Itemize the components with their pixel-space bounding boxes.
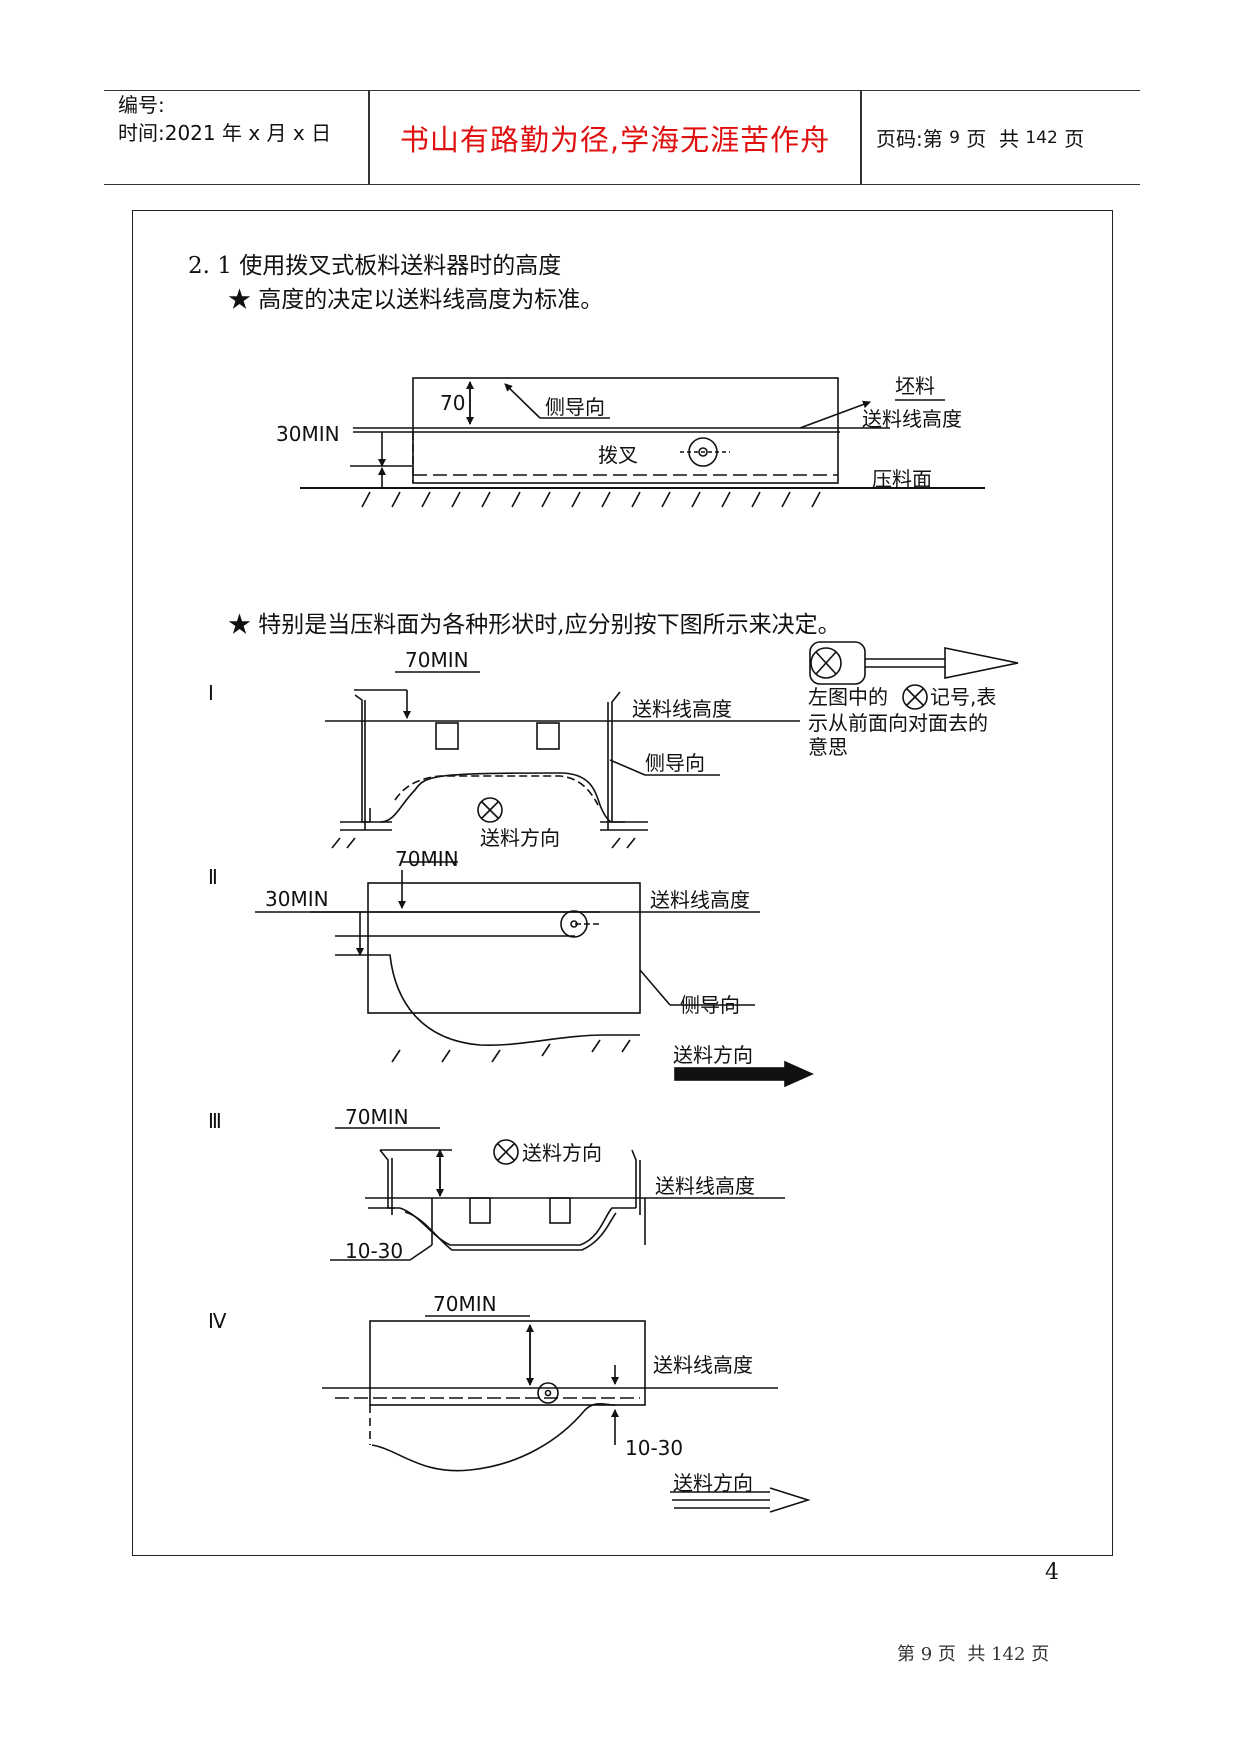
- page-suffix: 页: [1064, 127, 1085, 151]
- label-press-surface: 压料面: [872, 467, 932, 491]
- footer-suffix: 页: [1031, 1644, 1050, 1665]
- diagram-1-70min: 70MIN: [405, 648, 469, 672]
- legend-line2: 示从前面向对面去的: [808, 711, 988, 735]
- page-header: 编号: 时间:2021 年 x 月 x 日 书山有路勤为径,学海无涯苦作舟 页码…: [104, 90, 1140, 185]
- diagram-1-side-guide: 侧导向: [645, 751, 705, 775]
- page-prefix: 页码:第: [876, 127, 943, 151]
- legend-line1: 左图中的: [808, 685, 888, 709]
- header-motto: 书山有路勤为径,学海无涯苦作舟: [399, 122, 831, 157]
- footer-prefix: 第: [897, 1644, 915, 1665]
- document-number-label: 编号:: [118, 93, 165, 117]
- diagram-2-side-guide: 侧导向: [680, 993, 740, 1017]
- label-side-guide: 侧导向: [545, 395, 605, 419]
- diagram-4-feed-direction: 送料方向: [673, 1471, 753, 1495]
- diagram-2-roman: Ⅱ: [208, 865, 218, 889]
- diagram-4-feed-line-height: 送料线高度: [653, 1353, 753, 1377]
- footer-mid: 页 共: [937, 1644, 986, 1665]
- diagram-3-70min: 70MIN: [345, 1105, 409, 1129]
- legend-line3: 意思: [808, 735, 848, 759]
- note-shapes: ★ 特别是当压料面为各种形状时,应分别按下图所示来决定。: [228, 612, 841, 638]
- page-footer: 第 9 页 共 142 页: [897, 1640, 1049, 1666]
- diagram-1: [325, 671, 800, 849]
- figure-feed-height: [300, 377, 985, 508]
- dim-70: 70: [440, 391, 465, 415]
- page-mid: 页 共: [966, 127, 1020, 151]
- diagram-3-roman: Ⅲ: [208, 1109, 222, 1133]
- diagram-3: [330, 1127, 785, 1261]
- note-standard: ★ 高度的决定以送料线高度为标准。: [228, 287, 604, 313]
- label-fork: 拨叉: [598, 443, 638, 467]
- footer-current: 9: [920, 1644, 933, 1665]
- footer-total: 142: [991, 1644, 1026, 1665]
- label-30min: 30MIN: [276, 422, 340, 446]
- diagram-2-30min: 30MIN: [265, 887, 329, 911]
- page-total: 142: [1025, 127, 1058, 148]
- ground-hatch: [361, 491, 821, 508]
- diagram-2-feed-direction: 送料方向: [673, 1043, 753, 1067]
- header-meta: 编号: 时间:2021 年 x 月 x 日: [118, 91, 373, 184]
- diagram-1-feed-direction: 送料方向: [480, 826, 560, 850]
- page-current: 9: [949, 127, 960, 148]
- document-time: 时间:2021 年 x 月 x 日: [118, 121, 332, 145]
- blank-outline: [412, 377, 839, 484]
- diagram-2-feed-line-height: 送料线高度: [650, 888, 750, 912]
- label-feed-line-height: 送料线高度: [862, 407, 962, 431]
- header-page-info: 页码:第 9 页 共 142 页: [864, 91, 1152, 184]
- diagram-3-feed-direction: 送料方向: [522, 1141, 602, 1165]
- diagram-4-roman: Ⅳ: [208, 1309, 227, 1333]
- diagram-3-range: 10-30: [345, 1239, 403, 1263]
- diagram-2-70min: 70MIN: [395, 847, 459, 871]
- diagram-1-feed-line-height: 送料线高度: [632, 697, 732, 721]
- diagram-4: [322, 1315, 811, 1513]
- header-divider: [368, 91, 370, 184]
- direction-legend-icon: [809, 641, 1019, 685]
- inner-page-number: 4: [1045, 1560, 1059, 1585]
- diagram-4-range: 10-30: [625, 1436, 683, 1460]
- diagram-2: [255, 861, 814, 1088]
- diagram-1-roman: Ⅰ: [208, 681, 214, 705]
- legend-line1b: 记号,表: [930, 685, 996, 709]
- section-title: 2. 1 使用拨叉式板料送料器时的高度: [188, 253, 562, 279]
- label-blank: 坯料: [895, 374, 935, 398]
- inline-x-circle-icon: [902, 684, 928, 710]
- content-frame: [132, 210, 1113, 1556]
- diagram-3-feed-line-height: 送料线高度: [655, 1174, 755, 1198]
- diagram-4-70min: 70MIN: [433, 1292, 497, 1316]
- header-divider: [860, 91, 862, 184]
